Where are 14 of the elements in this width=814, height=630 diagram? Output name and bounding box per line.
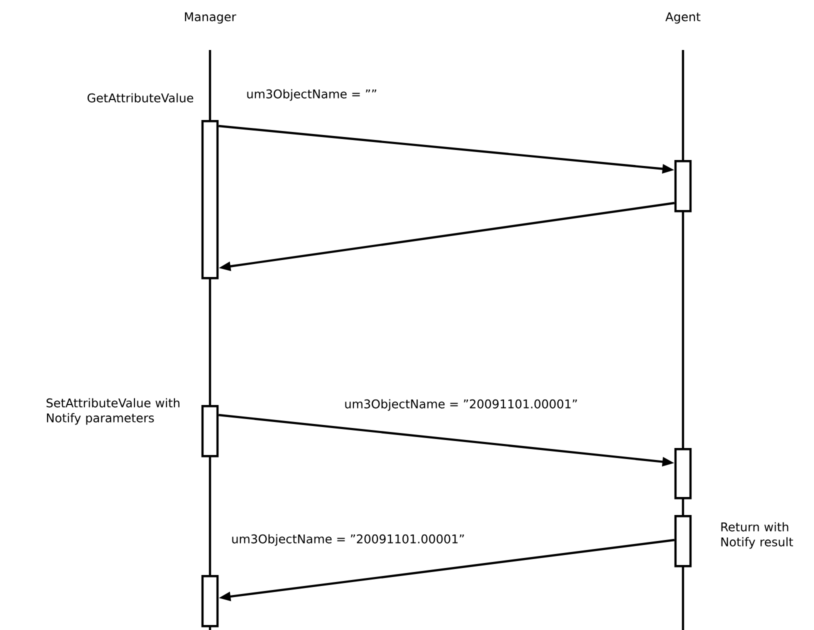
edge-label: um3ObjectName = ”20091101.00001”: [230, 533, 466, 547]
activation-bar: [674, 515, 692, 568]
activation-bar: [201, 120, 219, 280]
activation-bar: [201, 575, 219, 628]
lifeline-header: Manager: [184, 12, 236, 24]
activation-note: Return with Notify result: [721, 522, 794, 549]
activation-bar: [674, 160, 692, 212]
activation-note: GetAttributeValue: [88, 93, 194, 102]
activation-note: SetAttributeValue with Notify parameters: [46, 398, 180, 425]
edge-label: um3ObjectName = ””: [245, 88, 378, 102]
edge-label: um3ObjectName = ”20091101.00001”: [343, 398, 579, 412]
activation-bar: [201, 405, 219, 458]
lifeline-header: Agent: [665, 12, 700, 24]
activation-bar: [674, 448, 692, 500]
